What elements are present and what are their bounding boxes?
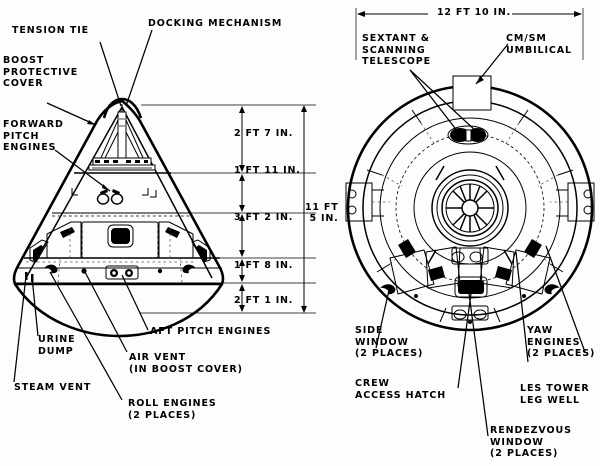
label-sextant-scanning-telescope: SEXTANT & SCANNING TELESCOPE — [362, 33, 431, 67]
label-yaw-engines: YAW ENGINES (2 PLACES) — [527, 325, 596, 359]
dimension-overall-diameter: 12 FT 10 IN. — [437, 7, 512, 18]
label-cm-sm-umbilical: CM/SM UMBILICAL — [506, 33, 573, 56]
dimension-seg-2: 1 FT 11 IN. — [234, 165, 301, 176]
label-les-tower-leg-well: LES TOWER LEG WELL — [520, 383, 590, 406]
label-docking-mechanism: DOCKING MECHANISM — [148, 18, 283, 29]
label-roll-engines: ROLL ENGINES (2 PLACES) — [128, 398, 217, 421]
label-steam-vent: STEAM VENT — [14, 382, 92, 393]
label-forward-pitch-engines: FORWARD PITCH ENGINES — [3, 119, 64, 153]
label-aft-pitch-engines: AFT PITCH ENGINES — [150, 326, 272, 337]
left-view-graphics — [12, 29, 316, 401]
label-rendezvous-window: RENDEZVOUS WINDOW (2 PLACES) — [490, 425, 572, 459]
dimension-overall-height: 11 FT 5 IN. — [305, 202, 339, 224]
label-urine-dump: URINE DUMP — [38, 334, 76, 357]
label-air-vent: AIR VENT (IN BOOST COVER) — [129, 352, 243, 375]
label-tension-tie: TENSION TIE — [12, 25, 90, 36]
dimension-seg-1: 2 FT 7 IN. — [234, 128, 294, 139]
dimension-seg-5: 2 FT 1 IN. — [234, 295, 294, 306]
label-boost-protective-cover: BOOST PROTECTIVE COVER — [3, 55, 79, 89]
dimension-seg-3: 3 FT 2 IN. — [234, 212, 294, 223]
label-crew-access-hatch: CREW ACCESS HATCH — [355, 378, 447, 401]
dimension-seg-4: 1 FT 8 IN. — [234, 260, 294, 271]
label-side-window: SIDE WINDOW (2 PLACES) — [355, 325, 424, 359]
right-view-graphics — [345, 8, 595, 437]
